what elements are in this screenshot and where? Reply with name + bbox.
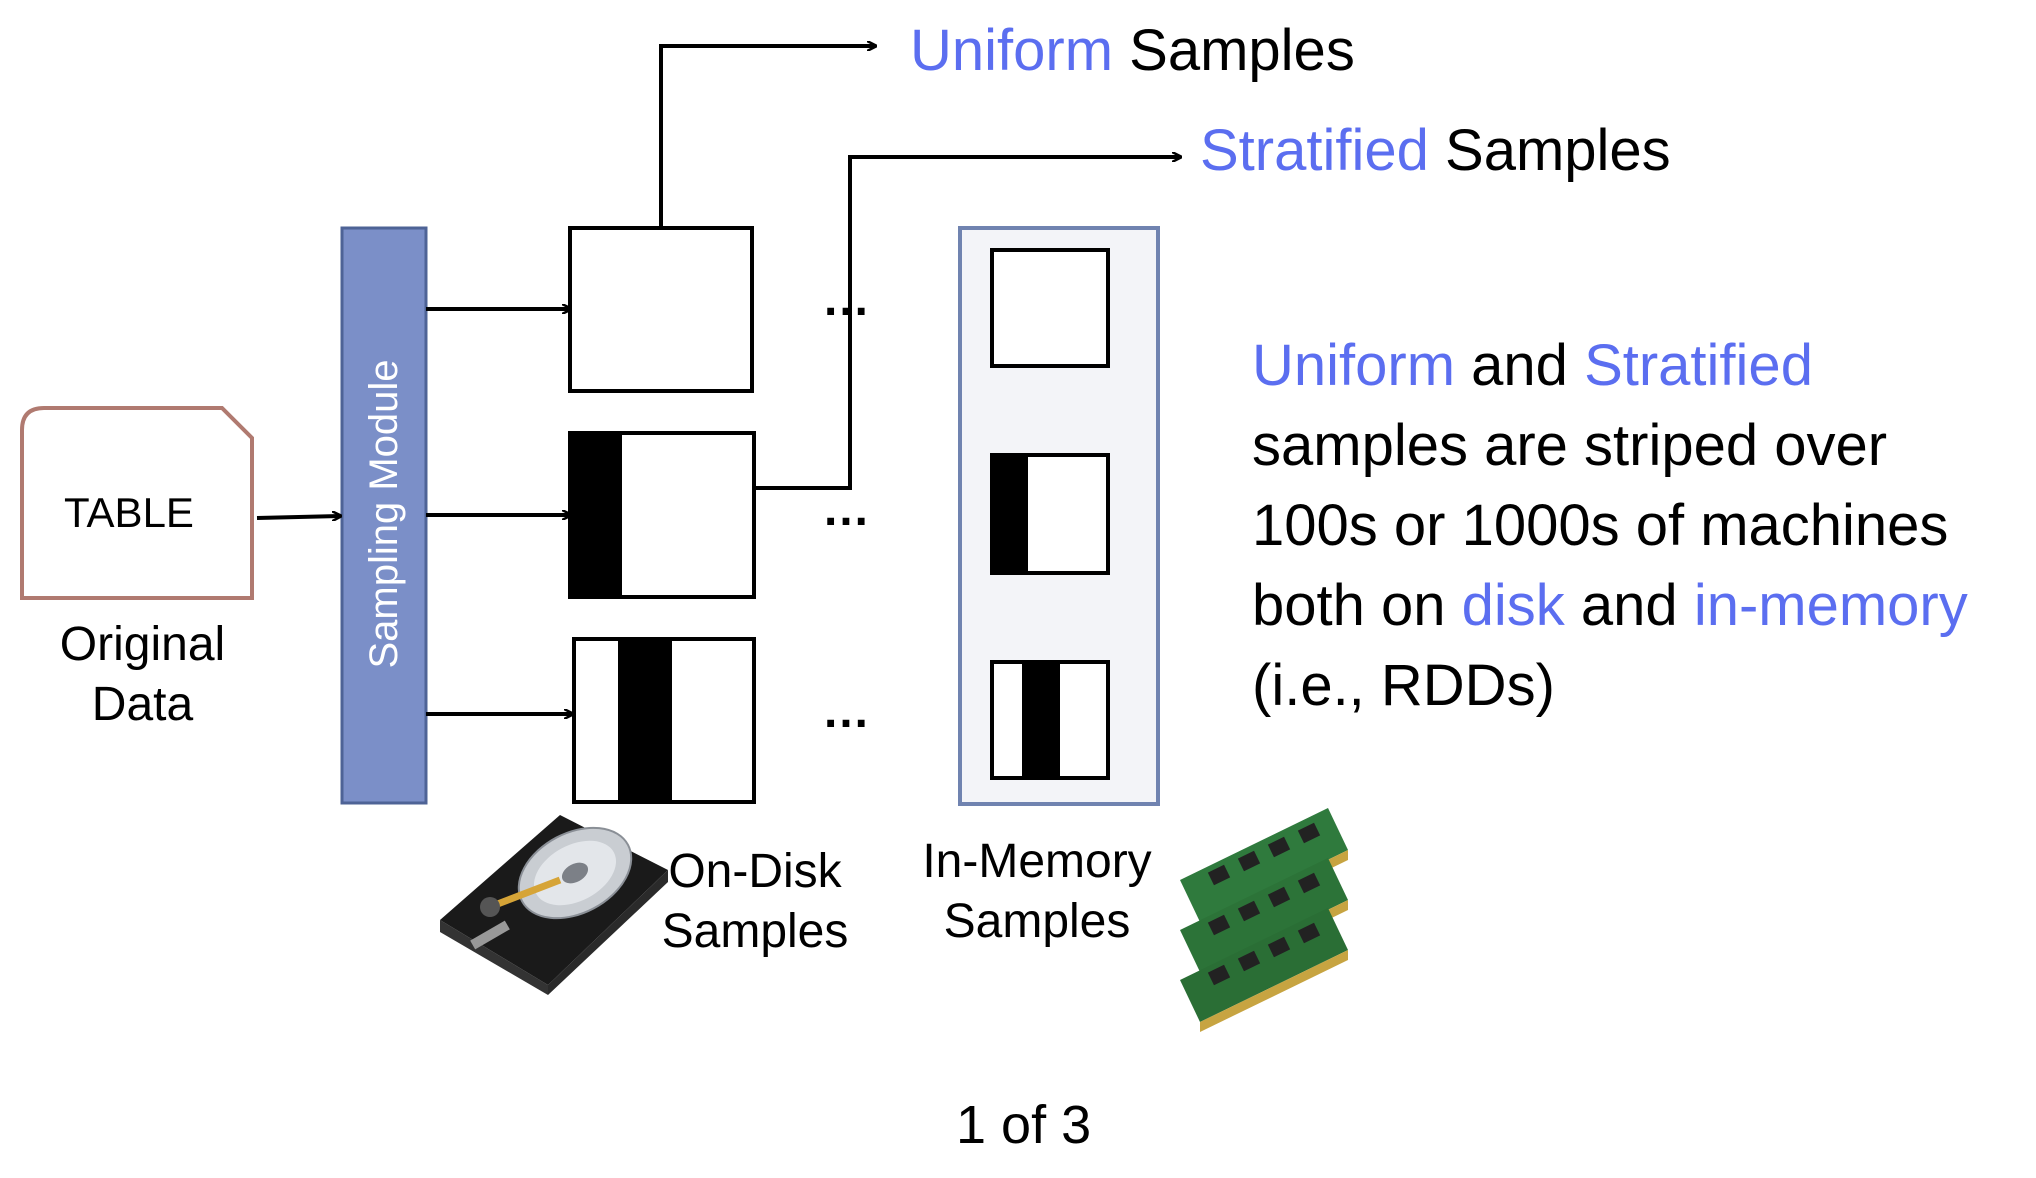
desc-and-word-2: and [1580, 573, 1678, 638]
stratified-samples-word: Samples [1445, 118, 1671, 183]
desc-both-on-words: both on [1252, 573, 1446, 638]
arrow-uniform-output [659, 46, 875, 228]
disk-sample-stratified-2 [572, 637, 756, 804]
uniform-word: Uniform [910, 18, 1114, 83]
description-line-2: samples are striped over [1252, 413, 1888, 478]
ellipsis-row-2: … [822, 483, 873, 536]
arrow-table-to-module [256, 516, 340, 518]
desc-uniform-word: Uniform [1252, 333, 1456, 398]
ellipsis-row-1: … [822, 273, 873, 326]
disk-sample-stratified-1 [568, 431, 756, 599]
description-line-1: Uniform and Stratified [1252, 326, 1968, 406]
description-line-4: both on disk and in-memory [1252, 566, 1968, 646]
sampling-module-label: Sampling Module [362, 359, 406, 669]
memory-sample-uniform [990, 248, 1110, 368]
on-disk-samples-label: On-Disk Samples [661, 845, 849, 958]
disk-sample-uniform [568, 226, 754, 393]
in-memory-samples-label: In-Memory Samples [922, 835, 1152, 948]
memory-sample-stratified-1 [990, 453, 1110, 575]
desc-and-word: and [1471, 333, 1568, 398]
hard-disk-icon [440, 815, 668, 995]
stratified-word: Stratified [1200, 118, 1429, 183]
memory-sample-stratified-2 [990, 660, 1110, 780]
sampling-module-bar [340, 226, 428, 805]
table-label: TABLE [64, 489, 194, 536]
description-line-3: 100s or 1000s of machines [1252, 493, 1949, 558]
desc-stratified-word: Stratified [1584, 333, 1813, 398]
page-indicator: 1 of 3 [956, 1095, 1092, 1155]
uniform-samples-label: Uniform Samples [910, 22, 1355, 80]
original-data-label: Original Data [59, 618, 226, 731]
desc-disk-word: disk [1461, 573, 1565, 638]
table-document-shape [20, 406, 254, 600]
ram-modules-icon [1180, 808, 1348, 1032]
stratified-samples-label: Stratified Samples [1200, 122, 1671, 180]
desc-in-memory-word: in-memory [1693, 573, 1968, 638]
description-line-5: (i.e., RDDs) [1252, 653, 1555, 718]
description-text: Uniform and Stratified samples are strip… [1252, 326, 1968, 726]
uniform-samples-word: Samples [1129, 18, 1355, 83]
arrow-stratified-output [754, 157, 1180, 490]
ellipsis-row-3: … [822, 685, 873, 738]
